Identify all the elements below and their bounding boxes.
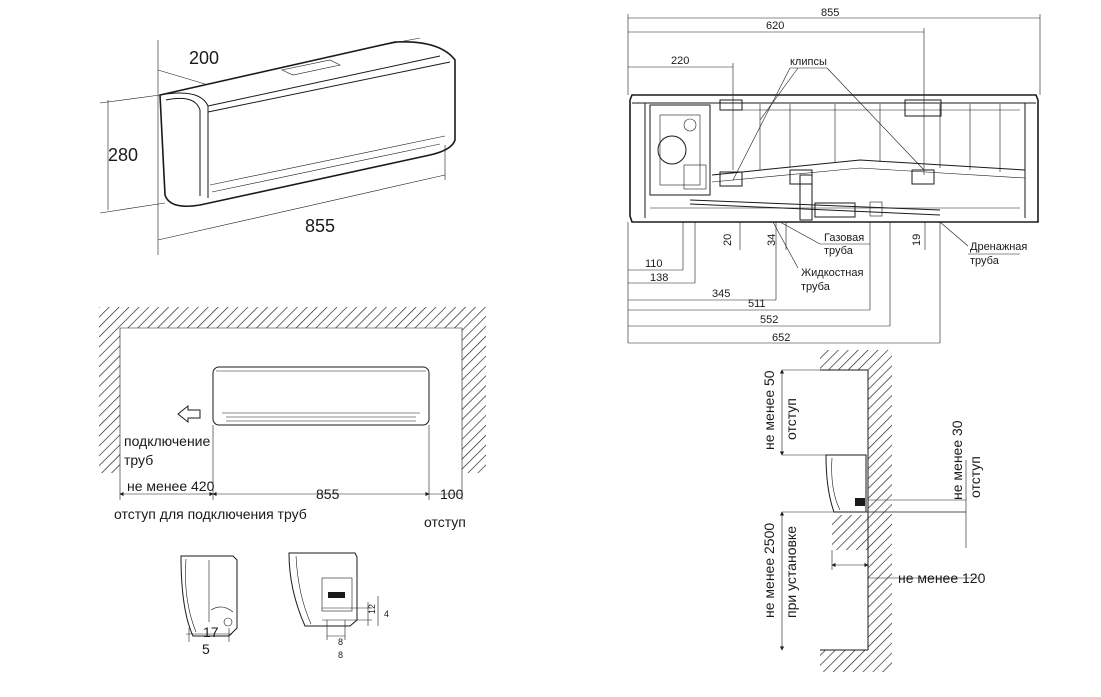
right-clearance-label: 100 <box>440 486 464 502</box>
rear-total-width: 855 <box>821 7 839 19</box>
rear-span-220: 220 <box>671 55 689 67</box>
iso-height-label: 280 <box>108 145 138 165</box>
install-height-label-2: при установке <box>783 526 799 618</box>
pipe-connection-text-2: труб <box>124 452 153 468</box>
rear-dim-552: 552 <box>760 314 778 326</box>
rear-dim-20: 20 <box>722 234 734 246</box>
front-width-label: 855 <box>316 486 340 502</box>
gas-pipe-label: Газовая <box>824 232 864 244</box>
liquid-pipe-label: Жидкостная <box>801 267 864 279</box>
left-clearance-label: не менее 420 <box>127 478 215 494</box>
top-clearance-label-2: отступ <box>783 398 799 440</box>
detail-right-view: 12 4 8 8 <box>288 552 389 660</box>
iso-depth-label: 200 <box>189 48 219 68</box>
rear-dim-511: 511 <box>748 298 766 310</box>
detail-dim-17: 17 <box>203 624 219 640</box>
rear-dim-34: 34 <box>766 234 778 246</box>
rear-dim-138: 138 <box>650 272 668 284</box>
drain-pipe-label-2: труба <box>970 255 1000 267</box>
detail-dim-4: 4 <box>384 609 389 619</box>
detail-left-view: 17 5 <box>180 555 238 657</box>
liquid-pipe-label-2: труба <box>801 281 831 293</box>
pipe-clearance-caption: отступ для подключения труб <box>114 506 307 522</box>
detail-dim-8b: 8 <box>338 650 343 660</box>
clips-label: клипсы <box>790 56 827 68</box>
isometric-view: 200 280 855 <box>99 37 456 255</box>
gas-pipe-label-2: труба <box>824 245 854 257</box>
rear-dim-652: 652 <box>772 332 790 344</box>
right-clearance-caption: отступ <box>424 514 466 530</box>
install-height-label: не менее 2500 <box>761 523 777 618</box>
detail-dim-12: 12 <box>367 604 377 614</box>
pipe-connection-text: подключение <box>124 433 211 449</box>
rear-dim-19: 19 <box>911 234 923 246</box>
floor-clearance-label: не менее 120 <box>898 570 986 586</box>
iso-width-label: 855 <box>305 216 335 236</box>
drain-pipe-label: Дренажная <box>970 241 1027 253</box>
rear-dim-110: 110 <box>645 258 663 270</box>
side-clearance-view: не менее 50 отступ не менее 30 отступ не… <box>761 350 986 672</box>
front-installation-view: подключение труб не менее 420 855 100 от… <box>99 307 486 530</box>
rear-span-620: 620 <box>766 20 784 32</box>
side-clearance-label: не менее 30 <box>949 420 965 500</box>
top-clearance-label: не менее 50 <box>761 370 777 450</box>
detail-dim-5: 5 <box>202 641 210 657</box>
rear-dim-345: 345 <box>712 288 730 300</box>
side-clearance-label-2: отступ <box>967 456 983 498</box>
detail-dim-8a: 8 <box>338 637 343 647</box>
rear-view: 855 620 220 клипсы <box>627 7 1041 344</box>
